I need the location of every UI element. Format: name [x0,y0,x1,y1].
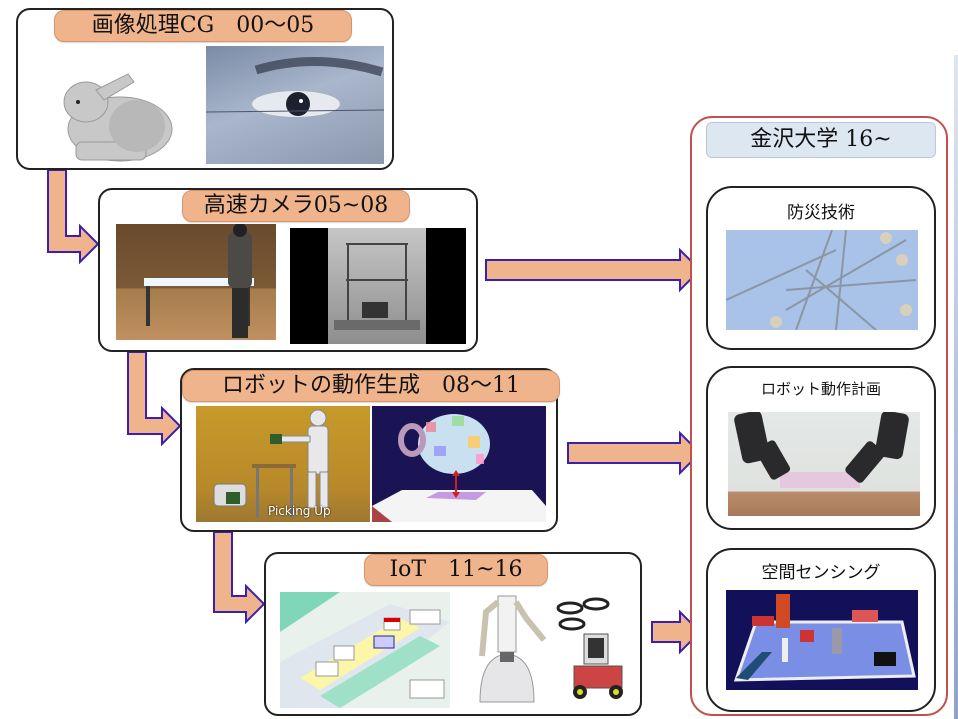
window-edge-strip [954,55,958,719]
high-speed-rig-image [290,228,466,344]
topic-robot-planning: ロボット動作計画 [706,366,936,530]
university-panel: 金沢大学 16~ 防災技術 ロボット動作計画 空間センシング [690,116,948,716]
mug-render-image [372,406,546,522]
stage-title: ロボットの動作生成 08〜11 [182,370,560,402]
tower-image [726,230,918,330]
stage-image-processing: 画像処理CG 00〜05 [16,8,394,170]
smart-town-image [280,592,450,708]
video-caption: Picking Up [268,504,331,518]
arrow-to-robot-planning [567,430,702,476]
topic-title: 防災技術 [787,203,855,223]
eye-image [206,46,384,164]
humanoid-robot-image: Picking Up [196,406,370,522]
topic-title: ロボット動作計画 [760,380,881,398]
stage-title: 画像処理CG 00〜05 [54,10,352,42]
flow-arrow-2 [127,351,182,447]
drone-rover-image [548,594,634,710]
stage-iot: IoT 11~16 [264,552,642,716]
bunny-image [42,54,182,166]
room-sensing-image [726,590,918,690]
stage-title: IoT 11~16 [364,554,548,586]
stage-robot-motion: ロボットの動作生成 08〜11 Picking Up [180,368,560,532]
topic-spatial-sensing: 空間センシング [706,548,936,712]
gym-experiment-image [116,224,276,340]
topic-title: 空間センシング [761,563,881,583]
dual-arm-robot-image [462,592,552,708]
stage-title: 高速カメラ05~08 [182,190,410,222]
stage-high-speed-camera: 高速カメラ05~08 [98,188,478,352]
topic-disaster-prevention: 防災技術 [706,186,936,350]
university-title: 金沢大学 16~ [706,122,936,158]
flow-arrow-1 [47,169,100,265]
gripper-image [728,412,920,516]
arrow-to-disaster [485,247,702,293]
flow-arrow-3 [213,531,266,625]
